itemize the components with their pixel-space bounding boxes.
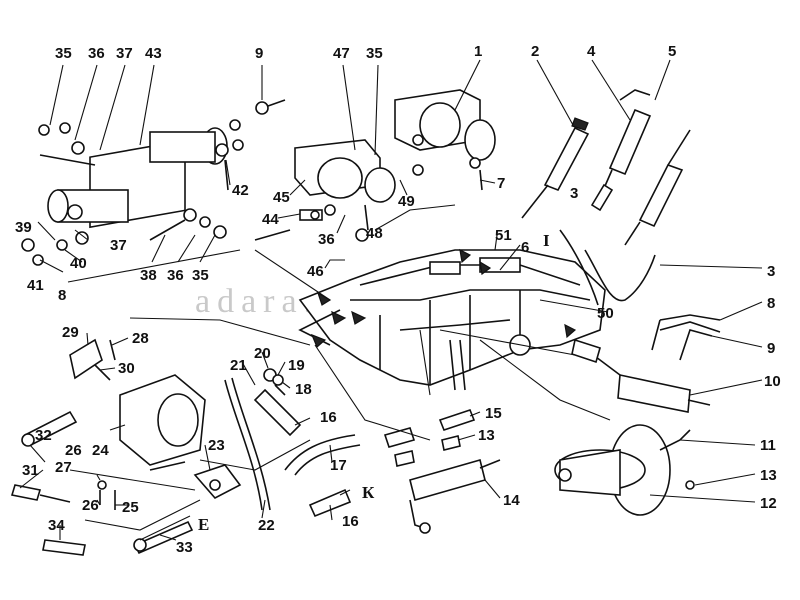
label-7: 7 [497,175,505,192]
label-36-b: 36 [318,231,335,248]
label-1: 1 [474,43,482,60]
label-22: 22 [258,517,275,534]
label-28: 28 [132,330,149,347]
cylinder-upper-right [394,89,496,191]
pipes-8-9 [651,314,721,361]
label-12: 12 [760,495,777,512]
label-24: 24 [92,442,109,459]
leader-lines [19,59,763,541]
label-13-b: 13 [760,467,777,484]
label-3-a: 3 [570,185,578,202]
label-8-b: 8 [767,295,775,312]
label-29: 29 [62,324,79,341]
label-roman-I: I [543,231,550,250]
label-23: 23 [208,437,225,454]
label-51: 51 [495,227,512,244]
label-42: 42 [232,182,249,199]
label-14: 14 [503,492,520,509]
label-16-b: 16 [342,513,359,530]
callout-arrows [310,248,577,349]
label-46: 46 [307,263,324,280]
part-5 [619,89,691,246]
label-20: 20 [254,345,271,362]
cylinder-upper-center [294,139,424,242]
label-2: 2 [531,43,539,60]
label-35-a: 35 [55,45,72,62]
label-41: 41 [27,277,44,294]
label-26-a: 26 [65,442,82,459]
fittings-31-34 [10,410,194,556]
part-4 [590,108,652,212]
hoses-16-17 [253,388,361,518]
cylinder-14 [409,459,501,534]
label-27: 27 [55,459,72,476]
label-17: 17 [330,457,347,474]
pump-24 [119,374,206,471]
label-39: 39 [15,219,32,236]
label-48: 48 [366,225,383,242]
label-8-a: 8 [58,287,66,304]
parts-28-30 [69,338,116,381]
tube-3 [559,229,656,306]
cylinder-10 [571,338,711,413]
label-37-b: 37 [110,237,127,254]
label-19: 19 [288,357,305,374]
fittings-13-15 [383,409,476,467]
label-11: 11 [760,437,776,454]
label-50: 50 [597,305,614,322]
label-13-a: 13 [478,427,495,444]
label-33: 33 [176,539,193,556]
label-4: 4 [587,43,596,60]
label-31: 31 [22,462,39,479]
label-34: 34 [48,517,65,534]
label-44: 44 [262,211,279,228]
label-10: 10 [764,373,781,390]
label-43: 43 [145,45,162,62]
label-6: 6 [521,239,529,256]
label-25: 25 [122,499,139,516]
label-26-b: 26 [82,497,99,514]
label-K: К [362,483,375,502]
label-9-a: 9 [255,45,263,62]
label-E: E [198,515,209,534]
label-18: 18 [295,381,312,398]
label-45: 45 [273,189,290,206]
label-15: 15 [485,405,502,422]
label-49: 49 [398,193,415,210]
label-35-b: 35 [366,45,383,62]
tube-22-flange-23 [193,377,271,511]
label-16-a: 16 [320,409,337,426]
label-40: 40 [70,255,87,272]
label-36-c: 36 [167,267,184,284]
pump-11-12 [554,424,695,516]
label-35-c: 35 [192,267,209,284]
part-2 [521,117,590,219]
label-3-b: 3 [767,263,775,280]
label-38: 38 [140,267,157,284]
label-37-a: 37 [116,45,133,62]
label-36-a: 36 [88,45,105,62]
label-5: 5 [668,43,676,60]
label-21: 21 [230,357,247,374]
label-30: 30 [118,360,135,377]
label-32: 32 [35,427,52,444]
label-9-b: 9 [767,340,775,357]
part-labels: 35 36 37 43 9 47 35 1 2 4 5 42 45 49 7 3… [15,43,781,556]
main-housing [298,249,606,391]
label-47: 47 [333,45,350,62]
